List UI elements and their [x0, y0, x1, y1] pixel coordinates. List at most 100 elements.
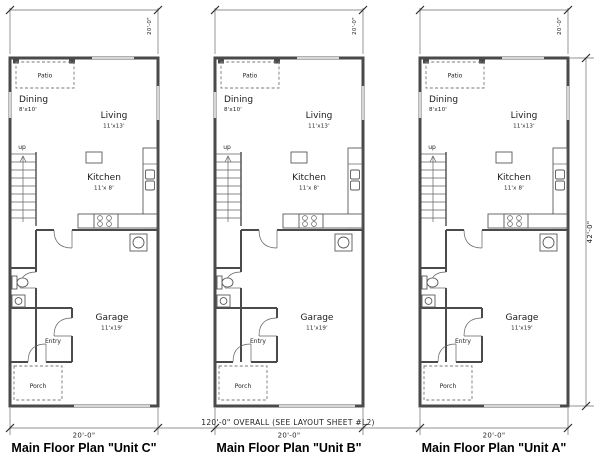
stair-treads: [421, 153, 446, 219]
stove: [503, 213, 529, 229]
unit-title: Main Floor Plan "Unit A": [422, 441, 567, 455]
patio-outline: [220, 61, 280, 89]
stair-direction-arrow: [19, 155, 27, 163]
garage-label: Garage: [301, 313, 334, 323]
plan-body: Patio Dining 8'x10' Living 11'x13' up Ki…: [213, 56, 365, 408]
bathroom-fixtures: [421, 275, 439, 308]
top-dimension-label: 20'-0": [352, 17, 358, 35]
patio-outline: [425, 61, 485, 89]
kitchen-size: 11'x 8': [94, 186, 114, 192]
interior-walls: [421, 229, 567, 363]
porch-label: Porch: [235, 383, 252, 390]
stairs: [216, 152, 242, 226]
stairs: [421, 152, 447, 226]
dining-size: 8'x10': [19, 107, 37, 113]
door-swings: [224, 229, 278, 363]
stove: [298, 213, 324, 229]
porch-label: Porch: [30, 383, 47, 390]
patio-label: Patio: [38, 73, 53, 80]
unit-width-dimension: 20'-0": [278, 432, 301, 440]
porch-outline: [423, 365, 473, 401]
stair-direction-arrow: [224, 155, 232, 163]
toilet-bowl: [221, 277, 234, 288]
top-dimension: 20'-0": [210, 5, 368, 54]
kitchen-label: Kitchen: [497, 173, 531, 183]
top-dimension: 20'-0": [415, 5, 573, 54]
stair-direction-arrow: [429, 155, 437, 163]
unit-plan-3: 20'-0": [415, 5, 573, 455]
garage-door-opening: [279, 404, 355, 408]
up-label: up: [428, 144, 436, 151]
kitchen-label: Kitchen: [87, 173, 121, 183]
garage-size: 11'x19': [306, 326, 328, 332]
living-size: 11'x13': [103, 124, 125, 130]
bottom-dimension: 20'-0": [210, 408, 368, 440]
exterior-walls: [418, 56, 570, 408]
patio-post-left: [423, 57, 429, 64]
patio-post-left: [13, 57, 19, 64]
kitchen-sink: [145, 169, 155, 180]
kitchen-sink: [555, 169, 565, 180]
kitchen-fixtures: [77, 147, 158, 229]
living-size: 11'x13': [513, 124, 535, 130]
overall-height-label: 42'-0": [586, 221, 594, 244]
porch-outline: [13, 365, 63, 401]
patio-post-right: [69, 57, 75, 64]
toilet-tank: [421, 275, 428, 290]
living-label: Living: [511, 111, 538, 121]
patio-post-right: [479, 57, 485, 64]
kitchen-fixtures: [282, 147, 363, 229]
bathroom-fixtures: [11, 275, 29, 308]
water-heater: [334, 233, 353, 252]
bathroom-fixtures: [216, 275, 234, 308]
kitchen-sink: [350, 169, 360, 180]
interior-walls: [216, 229, 362, 363]
units-layer: 20'-0": [5, 5, 573, 455]
kitchen-island: [85, 151, 103, 164]
interior-walls: [11, 229, 157, 363]
door-swings: [429, 229, 483, 363]
dining-label: Dining: [429, 95, 458, 105]
unit-title: Main Floor Plan "Unit C": [11, 441, 156, 455]
kitchen-island: [495, 151, 513, 164]
entry-label: Entry: [45, 338, 61, 345]
entry-label: Entry: [250, 338, 266, 345]
living-size: 11'x13': [308, 124, 330, 130]
unit-width-dimension: 20'-0": [483, 432, 506, 440]
toilet-tank: [216, 275, 223, 290]
kitchen-size: 11'x 8': [299, 186, 319, 192]
plan-body: Patio Dining 8'x10' Living 11'x13' up Ki…: [418, 56, 570, 408]
stairs: [11, 152, 37, 226]
stair-treads: [216, 153, 241, 219]
dining-label: Dining: [19, 95, 48, 105]
kitchen-island: [290, 151, 308, 164]
toilet-tank: [11, 275, 18, 290]
overall-dimension-label: 120'-0" OVERALL (SEE LAYOUT SHEET #L2): [201, 418, 375, 427]
water-heater: [129, 233, 148, 252]
toilet-bowl: [16, 277, 29, 288]
entry-label: Entry: [455, 338, 471, 345]
living-label: Living: [306, 111, 333, 121]
kitchen-size: 11'x 8': [504, 186, 524, 192]
bath-sink: [14, 297, 23, 305]
window-openings: [213, 56, 365, 120]
porch-label: Porch: [440, 383, 457, 390]
right-dimension: 42'-0": [570, 53, 594, 411]
living-label: Living: [101, 111, 128, 121]
window-openings: [8, 56, 160, 120]
water-heater: [539, 233, 558, 252]
patio-post-left: [218, 57, 224, 64]
unit-plan-2: 20'-0": [210, 5, 368, 455]
garage-label: Garage: [96, 313, 129, 323]
dining-size: 8'x10': [429, 107, 447, 113]
dining-label: Dining: [224, 95, 253, 105]
unit-title: Main Floor Plan "Unit B": [216, 441, 361, 455]
unit-plan-1: 20'-0": [5, 5, 163, 455]
kitchen-label: Kitchen: [292, 173, 326, 183]
unit-width-dimension: 20'-0": [73, 432, 96, 440]
bath-sink: [219, 297, 228, 305]
garage-size: 11'x19': [511, 326, 533, 332]
stove: [93, 213, 119, 229]
kitchen-fixtures: [487, 147, 568, 229]
